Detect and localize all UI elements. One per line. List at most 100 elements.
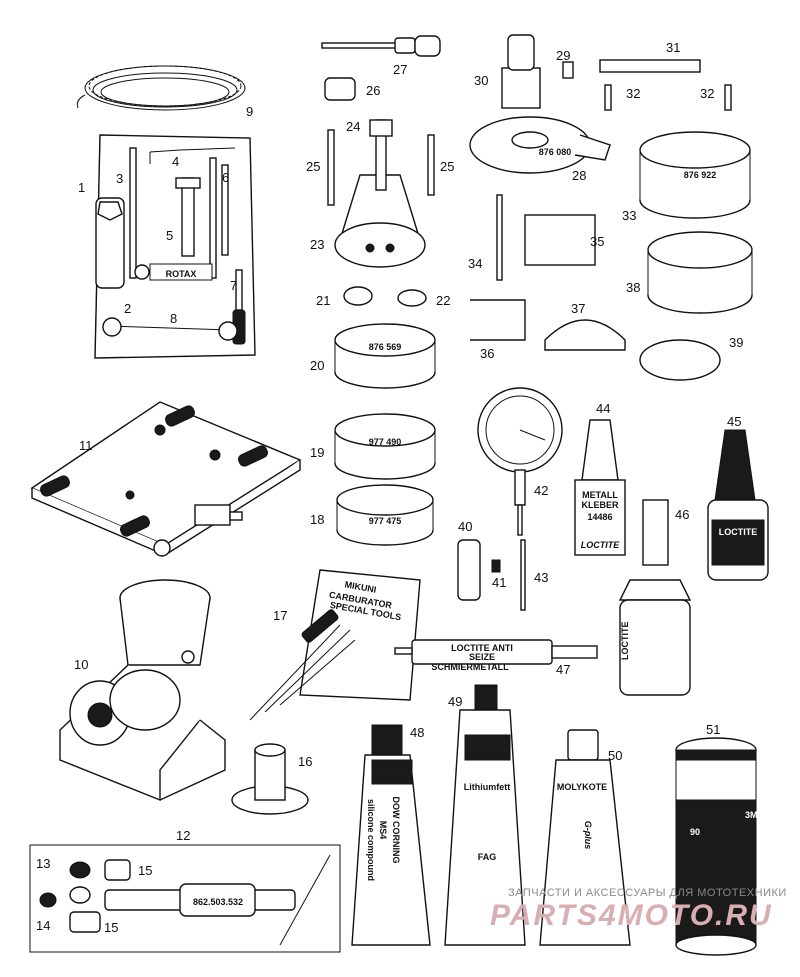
callout-24: 24 bbox=[346, 119, 360, 134]
screw-41 bbox=[491, 559, 501, 573]
tube-48-line1: DOW CORNING bbox=[391, 797, 401, 864]
callout-45: 45 bbox=[727, 414, 741, 429]
tube-48-line3: silicone compound bbox=[366, 799, 376, 881]
crank-holder: 876 080 bbox=[469, 34, 611, 174]
ring-20: 876 569 bbox=[334, 323, 436, 389]
bottle-45-brand: LOCTITE bbox=[719, 527, 758, 537]
callout-35: 35 bbox=[590, 234, 604, 249]
callout-17: 17 bbox=[273, 608, 287, 623]
tube-49: Lithiumfett FAG bbox=[444, 684, 526, 946]
loctite-bottle-45: LOCTITE bbox=[707, 429, 769, 581]
callout-15a: 15 bbox=[138, 863, 152, 878]
bolt-32b bbox=[724, 84, 732, 111]
callout-33: 33 bbox=[622, 208, 636, 223]
bottle-44-line3: 14486 bbox=[587, 512, 612, 522]
callout-39: 39 bbox=[729, 335, 743, 350]
callout-2: 2 bbox=[124, 301, 131, 316]
rotax-label: ROTAX bbox=[166, 269, 197, 279]
callout-32b: 32 bbox=[700, 86, 714, 101]
tube-48: DOW CORNING MS4 silicone compound bbox=[351, 724, 431, 946]
half-ring-37 bbox=[544, 319, 626, 351]
callout-7: 7 bbox=[230, 278, 237, 293]
callout-23: 23 bbox=[310, 237, 324, 252]
callout-15b: 15 bbox=[104, 920, 118, 935]
callout-20: 20 bbox=[310, 358, 324, 373]
tool-board: ROTAX bbox=[94, 134, 256, 359]
ring-33-label: 876 922 bbox=[684, 170, 717, 180]
plate-28-label: 876 080 bbox=[539, 147, 572, 157]
callout-37: 37 bbox=[571, 301, 585, 316]
callout-36: 36 bbox=[480, 346, 494, 361]
callout-41: 41 bbox=[492, 575, 506, 590]
callout-38: 38 bbox=[626, 280, 640, 295]
callout-19: 19 bbox=[310, 445, 324, 460]
gauge-36 bbox=[470, 299, 526, 341]
probe-43 bbox=[520, 539, 526, 611]
callout-49: 49 bbox=[448, 694, 462, 709]
callout-47: 47 bbox=[556, 662, 570, 677]
mounting-plate bbox=[30, 401, 302, 557]
pin-tool bbox=[321, 35, 441, 57]
watermark-line2: PARTS4MOTO.RU bbox=[490, 899, 773, 932]
tube-49-brand: FAG bbox=[478, 852, 497, 862]
callout-11: 11 bbox=[79, 438, 93, 453]
callout-9: 9 bbox=[246, 104, 253, 119]
bearing-puller bbox=[327, 119, 435, 268]
loctite-bottle-44: METALL KLEBER 14486 LOCTITE bbox=[574, 419, 626, 556]
dial-indicator bbox=[477, 387, 563, 536]
tube-50-product: G-plus bbox=[583, 821, 593, 850]
callout-18: 18 bbox=[310, 512, 324, 527]
tube-49-line1: Lithiumfett bbox=[464, 782, 511, 792]
callout-numbers: 1 2 3 4 5 6 7 8 9 10 11 12 13 14 15 15 1… bbox=[36, 40, 743, 935]
ring-18-label: 977 475 bbox=[369, 516, 402, 526]
callout-6: 6 bbox=[222, 170, 229, 185]
ring-33: 876 922 bbox=[639, 131, 751, 219]
drift-tool bbox=[231, 743, 309, 815]
rope-coil bbox=[76, 65, 246, 111]
callout-1: 1 bbox=[78, 180, 85, 195]
cap-21 bbox=[343, 286, 373, 306]
spray-can-51: 3M 90 bbox=[675, 737, 758, 956]
bottle-44-brand: LOCTITE bbox=[581, 540, 620, 550]
callout-29: 29 bbox=[556, 48, 570, 63]
callout-13: 13 bbox=[36, 856, 50, 871]
callout-30: 30 bbox=[474, 73, 488, 88]
callout-32a: 32 bbox=[626, 86, 640, 101]
callout-48: 48 bbox=[410, 725, 424, 740]
ring-19: 977 490 bbox=[334, 413, 436, 480]
callout-3: 3 bbox=[116, 171, 123, 186]
puller-tool-label: 862.503.532 bbox=[193, 897, 243, 907]
callout-50: 50 bbox=[608, 748, 622, 763]
syringe-line1: LOCTITE ANTI bbox=[451, 643, 513, 653]
puller-tool-box: 862.503.532 bbox=[29, 844, 341, 953]
callout-4: 4 bbox=[172, 154, 179, 169]
callout-21: 21 bbox=[316, 293, 330, 308]
cap-22 bbox=[397, 289, 427, 307]
watermark-line1: ЗАПЧАСТИ И АКСЕССУАРЫ ДЛЯ МОТОТЕХНИКИ bbox=[508, 887, 787, 899]
plate-35 bbox=[524, 214, 596, 266]
can-51-brand: 3M bbox=[745, 810, 758, 820]
ring-18: 977 475 bbox=[336, 484, 434, 546]
bar-31 bbox=[599, 59, 701, 73]
callout-27: 27 bbox=[393, 62, 407, 77]
callout-28: 28 bbox=[572, 168, 586, 183]
adapter-40 bbox=[457, 539, 481, 601]
callout-14: 14 bbox=[36, 918, 50, 933]
callout-10: 10 bbox=[74, 657, 88, 672]
callout-44: 44 bbox=[596, 401, 610, 416]
vise-stand bbox=[59, 579, 226, 802]
nut bbox=[324, 77, 356, 101]
callout-25b: 25 bbox=[440, 159, 454, 174]
ring-20-label: 876 569 bbox=[369, 342, 402, 352]
tube-50: MOLYKOTE G-plus bbox=[539, 729, 631, 946]
bottle-44-line1: METALL bbox=[582, 490, 618, 500]
callout-12: 12 bbox=[176, 828, 190, 843]
callout-26: 26 bbox=[366, 83, 380, 98]
callout-22: 22 bbox=[436, 293, 450, 308]
tube-50-brand: MOLYKOTE bbox=[557, 782, 607, 792]
ring-19-label: 977 490 bbox=[369, 437, 402, 447]
callout-31: 31 bbox=[666, 40, 680, 55]
tube-48-line2: MS4 bbox=[378, 821, 388, 840]
split-ring bbox=[647, 231, 753, 314]
